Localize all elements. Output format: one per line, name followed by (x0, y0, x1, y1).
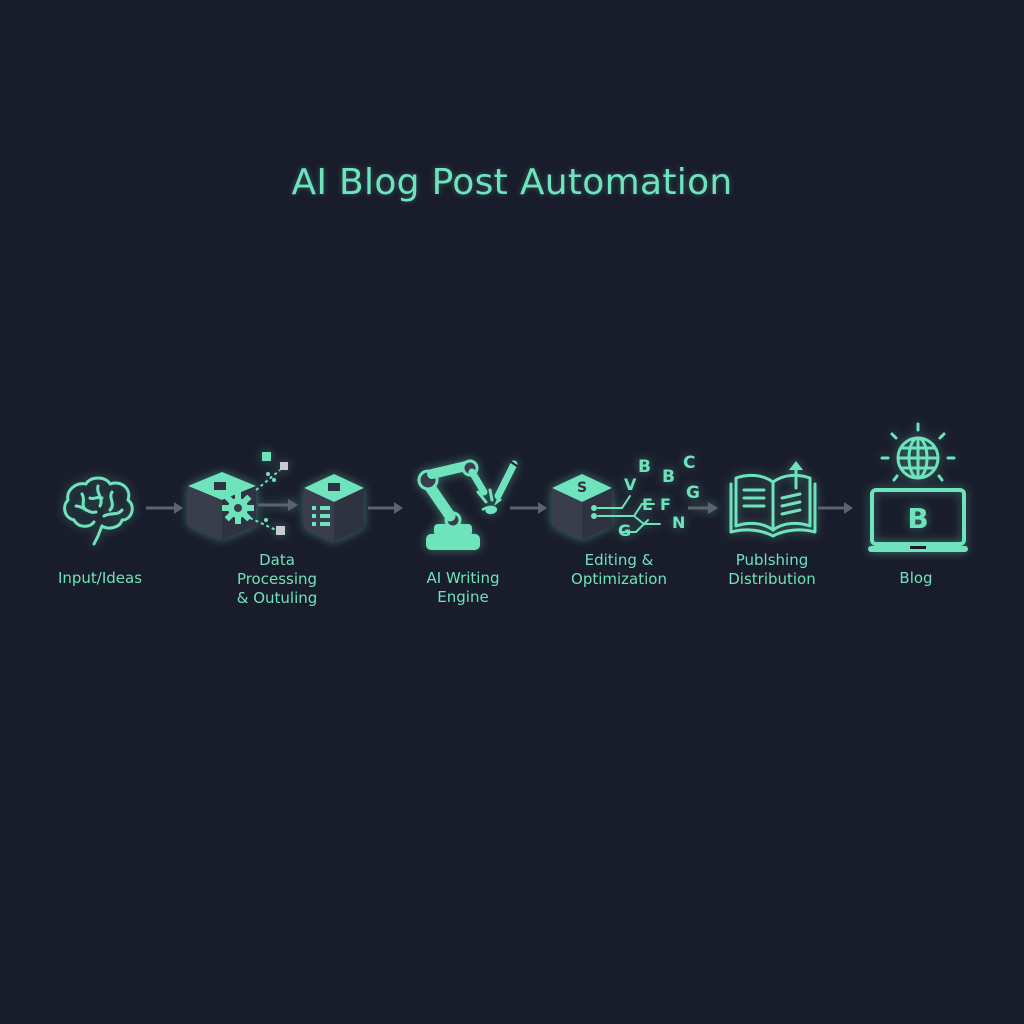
open-book-upload-icon (729, 461, 817, 538)
monitor-globe-icon: B (868, 422, 968, 552)
floating-letter: G (686, 483, 700, 503)
label-line: Processing (236, 570, 318, 588)
brain-icon (63, 476, 134, 546)
floating-letter: N (672, 513, 685, 532)
label-line: Publshing (735, 551, 809, 569)
floating-letter: V (624, 475, 637, 494)
flow-arrow (368, 502, 403, 514)
flow-arrow (146, 502, 183, 514)
step-label-input-ideas: Input/Ideas (40, 569, 160, 588)
label-line: Optimization (571, 570, 667, 588)
flow-arrow (510, 502, 547, 514)
robotic-arm-pen-icon (417, 459, 518, 550)
cube-letter: S (577, 480, 587, 496)
label-line: Distribution (728, 570, 816, 588)
diagram-title: AI Blog Post Automation (291, 162, 733, 203)
step-label-data-processing: Data Processing & Outuling (212, 551, 342, 608)
label-line: Input/Ideas (57, 569, 143, 587)
step-label-editing: Editing & Optimization (550, 551, 688, 589)
floating-letter: B (638, 457, 651, 477)
floating-letter: B (662, 467, 675, 487)
editing-letters-cube-icon: S B C V B E F G G N (552, 453, 718, 540)
floating-letter: C (683, 453, 695, 473)
floating-letter: F (660, 495, 671, 514)
floating-letter: E (642, 495, 653, 514)
flow-arrow (818, 502, 853, 514)
label-line: Blog (899, 569, 933, 587)
step-label-ai-writing: AI Writing Engine (398, 569, 528, 607)
label-line: & Outuling (236, 589, 318, 607)
label-line: Data (259, 551, 295, 569)
step-label-blog: Blog (866, 569, 966, 588)
label-line: AI Writing (426, 569, 500, 587)
label-line: Engine (437, 588, 489, 606)
data-processing-cubes-icon (188, 452, 364, 542)
floating-letter: G (618, 521, 631, 540)
label-line: Editing & (584, 551, 654, 569)
step-label-publishing: Publshing Distribution (704, 551, 840, 589)
monitor-letter: B (907, 502, 928, 535)
